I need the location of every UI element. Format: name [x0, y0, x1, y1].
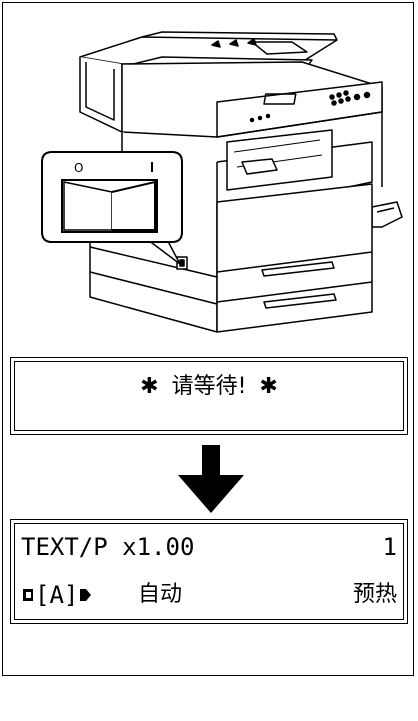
lcd-display-status: TEXT/P x1.00 1 [A] 自动 预热	[10, 519, 408, 624]
paper-indicator: [A]	[21, 581, 92, 609]
paper-size: [A]	[35, 581, 79, 609]
tray-right-icon	[80, 589, 92, 601]
wait-message: 请等待!	[171, 374, 247, 399]
svg-text:O: O	[74, 161, 83, 175]
arrow-down-icon	[178, 445, 244, 513]
power-switch-icon: O	[61, 161, 158, 233]
page-frame	[2, 2, 414, 676]
tray-left-icon	[23, 589, 33, 601]
mode-line: TEXT/P x1.00	[21, 533, 195, 561]
copy-count: 1	[382, 533, 397, 561]
asterisk-right: ✱	[259, 374, 278, 399]
lcd-inner-border: ✱ 请等待! ✱	[14, 361, 404, 431]
lcd-display-wait: ✱ 请等待! ✱	[10, 357, 408, 435]
lcd-row-1: TEXT/P x1.00 1	[21, 533, 397, 645]
copier-illustration: O	[41, 31, 403, 333]
asterisk-left: ✱	[140, 374, 159, 399]
paper-mode: 自动	[138, 582, 183, 607]
lcd-row-2: [A] 自动 预热	[21, 581, 397, 721]
warmup-status: 预热	[352, 582, 397, 607]
wait-message-line: ✱ 请等待! ✱	[15, 368, 403, 400]
lcd-inner-border-2: TEXT/P x1.00 1 [A] 自动 预热	[14, 523, 404, 620]
